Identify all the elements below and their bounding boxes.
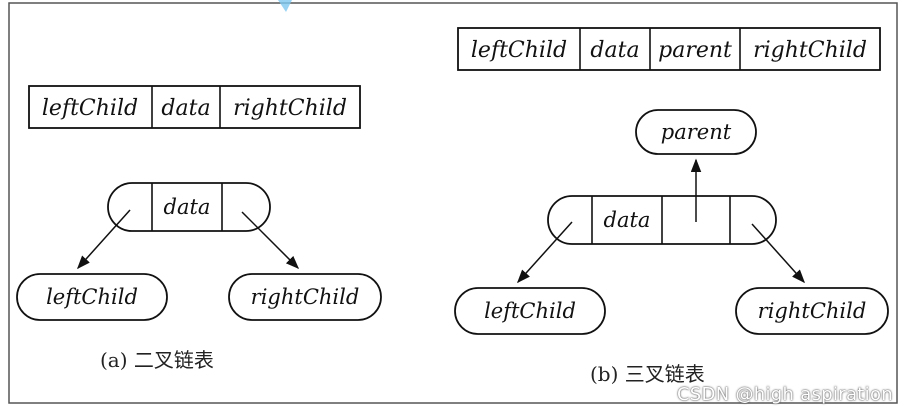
arrow-b-left xyxy=(516,221,573,284)
diagram-b: leftChild data parent rightChild parent … xyxy=(454,27,889,386)
struct-b-cell-leftchild: leftChild xyxy=(471,38,567,63)
caption-a: (a) 二叉链表 xyxy=(100,348,214,372)
figure-frame xyxy=(8,2,898,404)
child-b-left-label: leftChild xyxy=(484,299,576,323)
caption-b: (b) 三叉链表 xyxy=(590,362,705,386)
child-oval-a-right: rightChild xyxy=(228,273,382,321)
struct-a-cell-leftchild: leftChild xyxy=(42,96,138,121)
node-capsule-a: data xyxy=(107,182,271,232)
diagram-a: leftChild data rightChild data leftChild… xyxy=(16,85,382,372)
child-a-left-label: leftChild xyxy=(46,285,138,309)
child-oval-b-right: rightChild xyxy=(735,287,889,335)
struct-table-a: leftChild data rightChild xyxy=(28,85,361,129)
child-b-right-label: rightChild xyxy=(758,299,867,323)
parent-oval-b: parent xyxy=(635,109,757,155)
child-oval-b-left: leftChild xyxy=(454,287,606,335)
node-b-data-label: data xyxy=(604,208,651,232)
struct-b-cell-data: data xyxy=(590,38,639,63)
parent-b-label: parent xyxy=(661,120,732,144)
arrow-a-left xyxy=(76,209,131,270)
struct-a-cell-rightchild: rightChild xyxy=(233,96,347,121)
arrow-b-right xyxy=(751,223,806,284)
watermark: CSDN @high aspiration xyxy=(676,384,893,405)
child-a-right-label: rightChild xyxy=(251,285,360,309)
node-a-data-label: data xyxy=(164,195,211,219)
accent-mark xyxy=(278,0,292,12)
struct-b-cell-rightchild: rightChild xyxy=(753,38,867,63)
child-oval-a-left: leftChild xyxy=(16,273,168,321)
arrow-a-right xyxy=(241,211,300,270)
node-capsule-b: data xyxy=(547,195,777,245)
struct-b-cell-parent: parent xyxy=(658,38,732,63)
struct-a-cell-data: data xyxy=(161,96,210,121)
struct-table-b: leftChild data parent rightChild xyxy=(457,27,881,71)
